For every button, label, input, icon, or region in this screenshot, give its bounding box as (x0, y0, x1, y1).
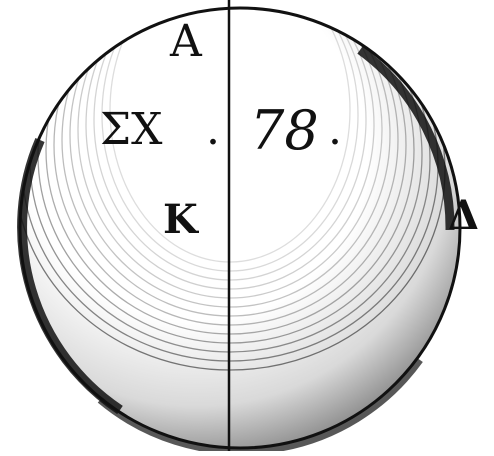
figure-number-dot: . (328, 104, 342, 155)
point-delta-label: Δ (448, 192, 480, 239)
caption-dot: . (206, 104, 220, 155)
figure-caption-label: ΣΧ (100, 104, 163, 155)
sphere-shading (20, 8, 460, 448)
point-a-label: A (170, 16, 202, 67)
point-k-label: K (163, 196, 198, 243)
figure-number: 78 (250, 99, 319, 162)
sphere-right-shadow (357, 46, 455, 231)
sphere-left-shadow (17, 138, 123, 415)
sphere-bottom-shadow (97, 357, 423, 455)
